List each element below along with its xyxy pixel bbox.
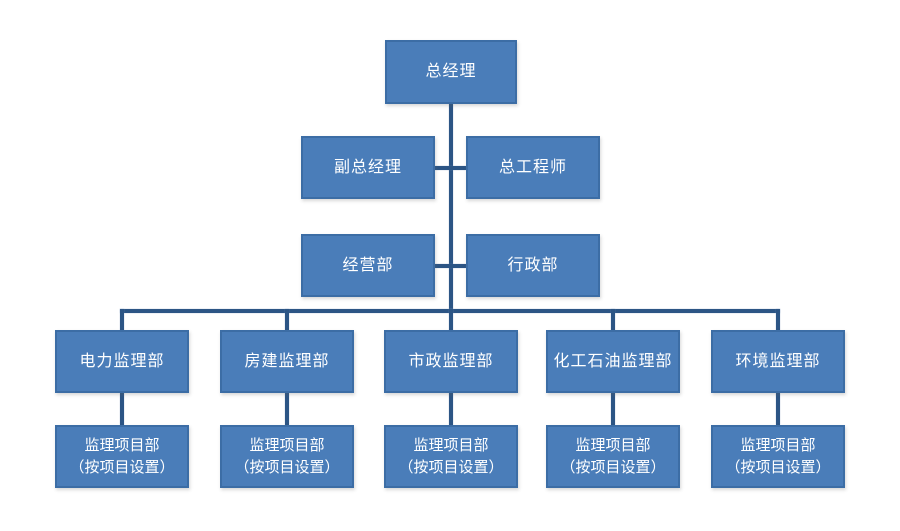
node-label: 房建监理部 [244, 352, 330, 370]
node-label-line1: 监理项目部 [249, 436, 325, 454]
node-electric-power-supervision-dept: 电力监理部 [55, 330, 189, 393]
connector-stub-2 [285, 393, 289, 425]
node-label: 环境监理部 [735, 352, 821, 370]
node-label-line2: （按项目设置） [560, 458, 666, 476]
connector-level3-cross [435, 264, 466, 268]
node-general-manager: 总经理 [385, 40, 517, 104]
node-chemical-petroleum-supervision-dept: 化工石油监理部 [546, 330, 680, 393]
node-project-office-2: 监理项目部 （按项目设置） [220, 425, 354, 488]
connector-level2-cross [435, 166, 466, 170]
connector-stub-4 [611, 393, 615, 425]
connector-drop-5 [776, 309, 780, 333]
node-chief-engineer: 总工程师 [466, 136, 600, 199]
connector-stub-5 [776, 393, 780, 425]
node-project-office-3: 监理项目部 （按项目设置） [384, 425, 518, 488]
node-label-line2: （按项目设置） [234, 458, 340, 476]
connector-drop-4 [611, 309, 615, 333]
node-environment-supervision-dept: 环境监理部 [711, 330, 845, 393]
node-label: 副总经理 [333, 158, 402, 176]
node-label: 总经理 [425, 63, 477, 81]
node-admin-dept: 行政部 [466, 234, 600, 297]
node-label-line2: （按项目设置） [69, 458, 175, 476]
node-business-dept: 经营部 [301, 234, 435, 297]
connector-drop-1 [120, 309, 124, 333]
node-label: 总工程师 [498, 158, 567, 176]
node-label: 行政部 [507, 256, 559, 274]
node-label-line1: 监理项目部 [575, 436, 651, 454]
node-label: 化工石油监理部 [553, 352, 673, 370]
node-housing-construction-supervision-dept: 房建监理部 [220, 330, 354, 393]
node-municipal-supervision-dept: 市政监理部 [384, 330, 518, 393]
node-label-line1: 监理项目部 [84, 436, 160, 454]
node-project-office-1: 监理项目部 （按项目设置） [55, 425, 189, 488]
connector-stub-1 [120, 393, 124, 425]
node-label-line1: 监理项目部 [413, 436, 489, 454]
connector-stub-3 [449, 393, 453, 425]
node-project-office-5: 监理项目部 （按项目设置） [711, 425, 845, 488]
node-label-line2: （按项目设置） [398, 458, 504, 476]
connector-drop-2 [285, 309, 289, 333]
connector-trunk [449, 104, 453, 313]
node-deputy-general-manager: 副总经理 [301, 136, 435, 199]
connector-drop-3 [449, 309, 453, 333]
node-label-line2: （按项目设置） [725, 458, 831, 476]
node-project-office-4: 监理项目部 （按项目设置） [546, 425, 680, 488]
node-label: 经营部 [342, 256, 394, 274]
node-label: 电力监理部 [79, 352, 165, 370]
node-label: 市政监理部 [408, 352, 494, 370]
node-label-line1: 监理项目部 [740, 436, 816, 454]
